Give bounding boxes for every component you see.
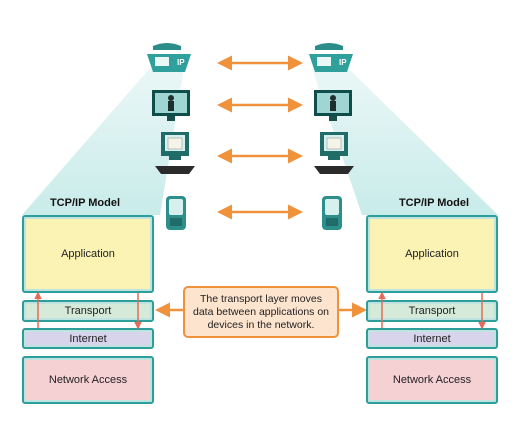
left-network-access-layer: Network Access	[22, 356, 154, 404]
right-device-fan	[312, 68, 498, 215]
video-display-icon	[152, 90, 190, 121]
layer-label: Network Access	[48, 374, 128, 386]
ip-phone-icon: IP	[147, 43, 191, 72]
ip-phone-icon: IP	[309, 43, 353, 72]
left-device-fan	[22, 68, 184, 215]
desktop-computer-icon	[314, 132, 354, 174]
right-application-layer: Application	[366, 215, 498, 293]
right-internet-layer: Internet	[366, 328, 498, 349]
transport-callout: The transport layer moves data between a…	[183, 286, 339, 338]
right-network-access-layer: Network Access	[366, 356, 498, 404]
left-transport-layer: Transport	[22, 300, 154, 322]
layer-label: Application	[405, 248, 459, 260]
layer-label: Application	[61, 248, 115, 260]
left-internet-layer: Internet	[22, 328, 154, 349]
callout-text: The transport layer moves data between a…	[192, 292, 330, 331]
pda-icon	[166, 196, 186, 230]
svg-text:IP: IP	[177, 58, 185, 67]
right-transport-layer: Transport	[366, 300, 498, 322]
right-stack-title: TCP/IP Model	[398, 197, 470, 209]
left-stack-title: TCP/IP Model	[49, 197, 121, 209]
layer-label: Transport	[408, 305, 456, 317]
layer-label: Internet	[413, 332, 451, 345]
layer-label: Network Access	[392, 374, 472, 386]
layer-label: Internet	[69, 332, 107, 345]
pda-icon	[322, 196, 342, 230]
video-display-icon	[314, 90, 352, 121]
left-application-layer: Application	[22, 215, 154, 293]
desktop-computer-icon	[155, 132, 195, 174]
layer-label: Transport	[64, 305, 112, 317]
svg-text:IP: IP	[339, 58, 347, 67]
